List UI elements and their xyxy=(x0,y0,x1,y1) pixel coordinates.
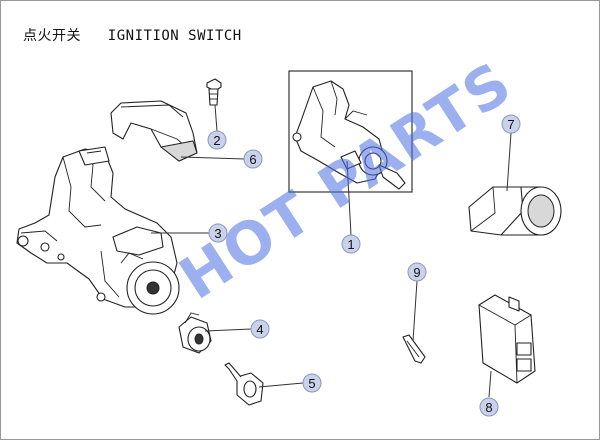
part-8-control-module xyxy=(478,294,536,384)
callout-2-label: 2 xyxy=(213,133,220,148)
part-9-pin xyxy=(402,334,426,364)
callout-8: 8 xyxy=(479,397,499,417)
part-2-bolt xyxy=(206,78,222,106)
callout-5: 5 xyxy=(302,373,322,393)
callout-9: 9 xyxy=(407,262,427,282)
title-chinese: 点火开关 xyxy=(23,28,81,44)
callout-5-label: 5 xyxy=(308,376,315,391)
callout-9-label: 9 xyxy=(413,265,420,280)
part-4-lock-cylinder xyxy=(178,312,212,354)
callout-7-label: 7 xyxy=(507,117,514,132)
part-7-immobilizer-coil xyxy=(468,186,562,236)
page-title: 点火开关 IGNITION SWITCH xyxy=(23,25,242,45)
part-1-switch-assembly xyxy=(288,70,413,193)
callout-1-label: 1 xyxy=(347,237,354,252)
callout-7: 7 xyxy=(501,114,521,134)
callout-4-label: 4 xyxy=(256,322,263,337)
callout-6: 6 xyxy=(243,149,263,169)
callout-4: 4 xyxy=(250,319,270,339)
callout-1: 1 xyxy=(341,234,361,254)
part-3-lock-housing xyxy=(16,146,180,315)
callout-3: 3 xyxy=(208,223,228,243)
callout-6-label: 6 xyxy=(249,152,256,167)
callout-8-label: 8 xyxy=(485,400,492,415)
part-5-key xyxy=(224,362,264,406)
part-6-shroud-cover xyxy=(110,100,198,162)
leader-lines xyxy=(151,104,512,398)
callout-3-label: 3 xyxy=(214,226,221,241)
title-english: IGNITION SWITCH xyxy=(107,28,242,44)
callout-2: 2 xyxy=(207,130,227,150)
